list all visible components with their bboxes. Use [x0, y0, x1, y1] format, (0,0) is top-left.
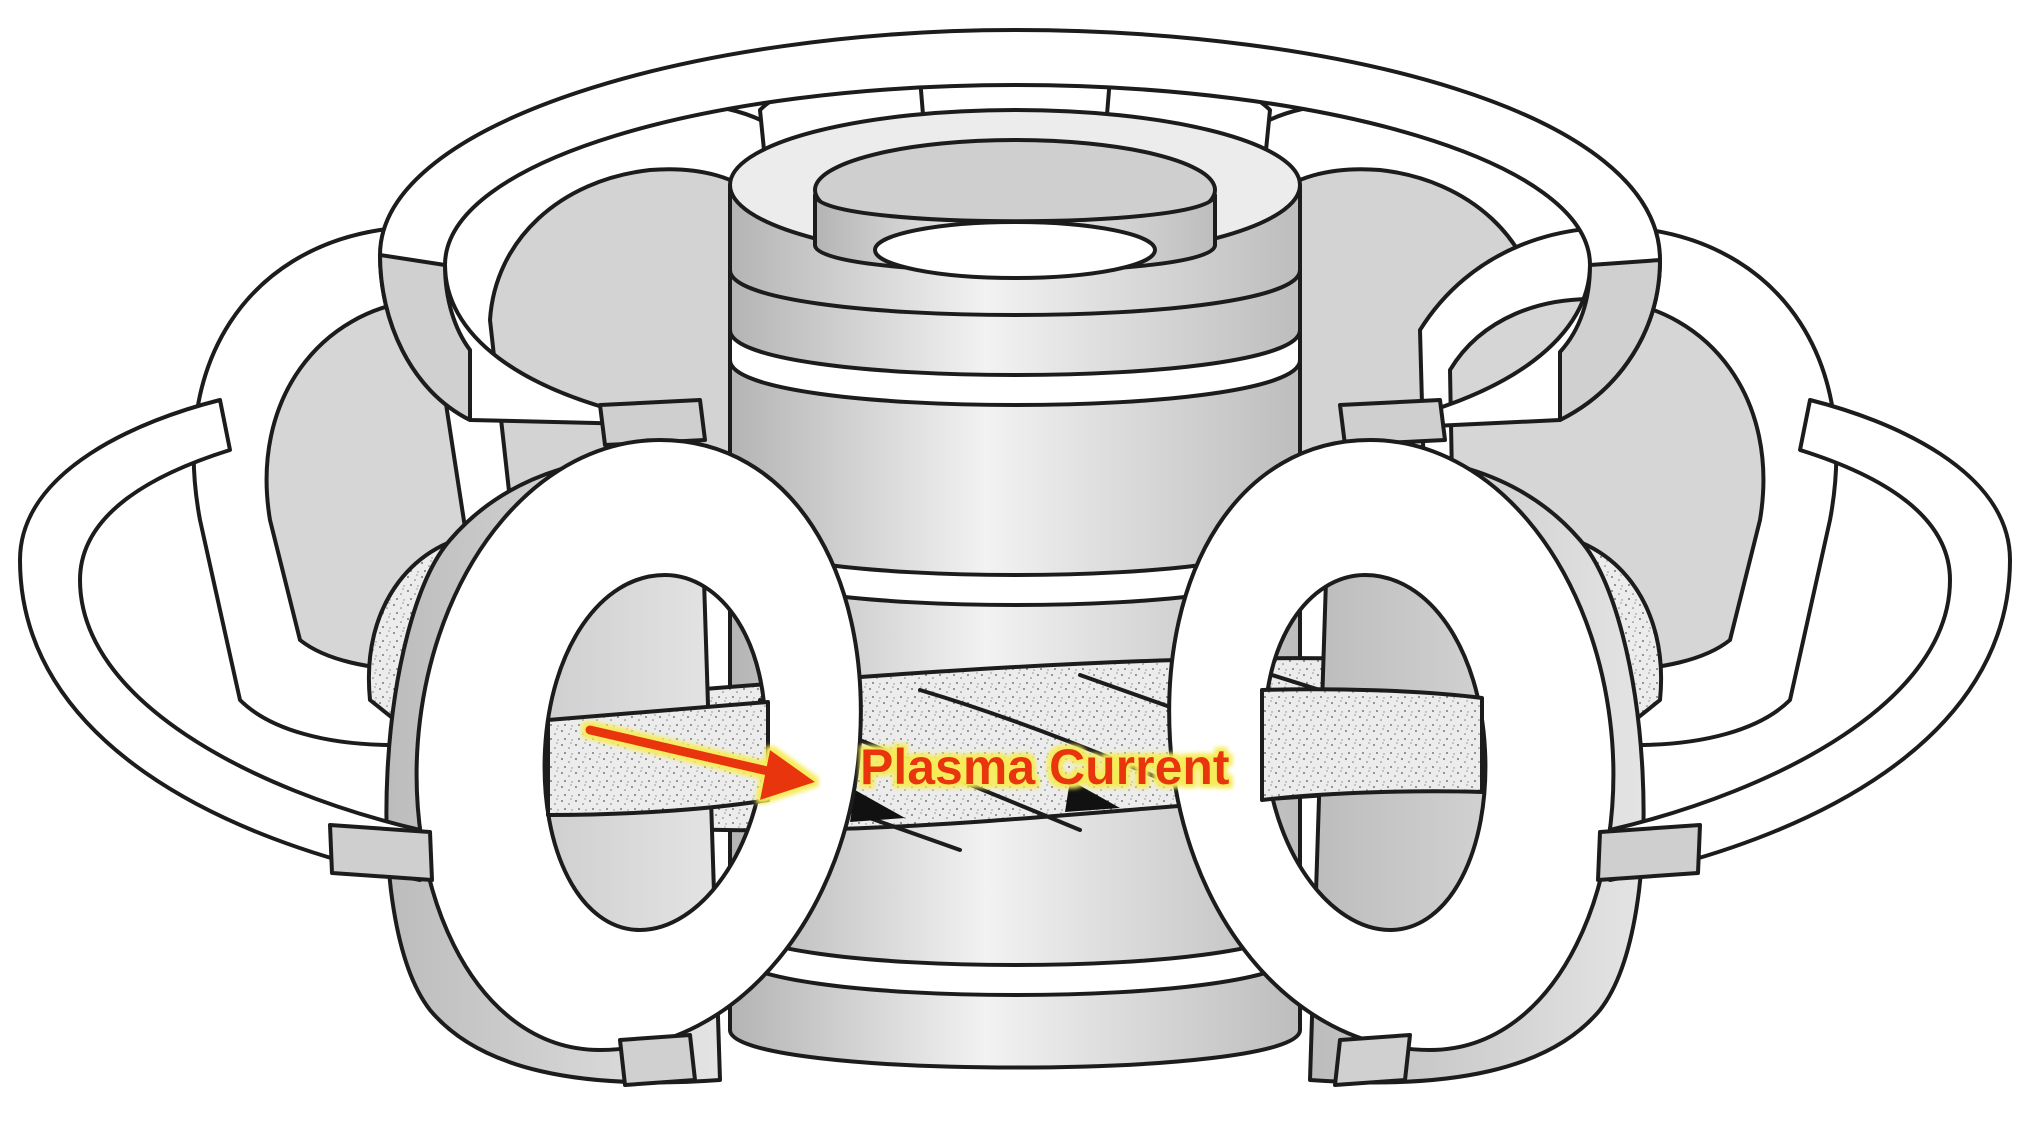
central-solenoid: [728, 108, 1302, 1070]
tf-coil-front-left: [384, 438, 863, 1087]
poloidal-field-coil-outer: [18, 398, 2012, 882]
field-arrow-1: [850, 790, 905, 822]
tf-coil-front-right: [1167, 438, 1646, 1087]
plasma-current-annotation: Plasma Current: [585, 725, 1230, 800]
plasma-current-arrow-head: [760, 750, 815, 800]
field-arrow-2: [1065, 780, 1120, 812]
plasma-current-arrow-shaft: [585, 725, 790, 780]
plasma-current-label: Plasma Current: [860, 739, 1230, 795]
poloidal-field-coil-upper: [378, 28, 1662, 447]
